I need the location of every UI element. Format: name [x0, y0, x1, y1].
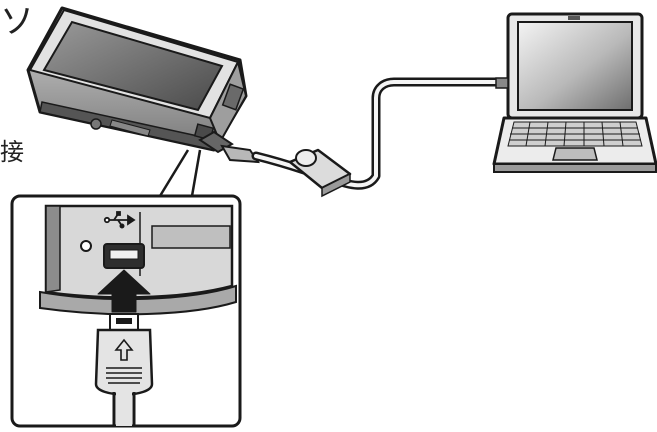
- callout-lines: [160, 150, 200, 196]
- laptop-computer: [494, 14, 656, 172]
- camera: [28, 8, 246, 150]
- usb-plug-camera-end: [200, 132, 258, 162]
- laptop-keyboard: [508, 122, 642, 146]
- usb-cable: [256, 82, 500, 185]
- closeup-inset: [12, 196, 240, 426]
- laptop-touchpad: [553, 148, 597, 160]
- laptop-screen: [518, 22, 632, 110]
- inset-usb-port: [104, 244, 144, 268]
